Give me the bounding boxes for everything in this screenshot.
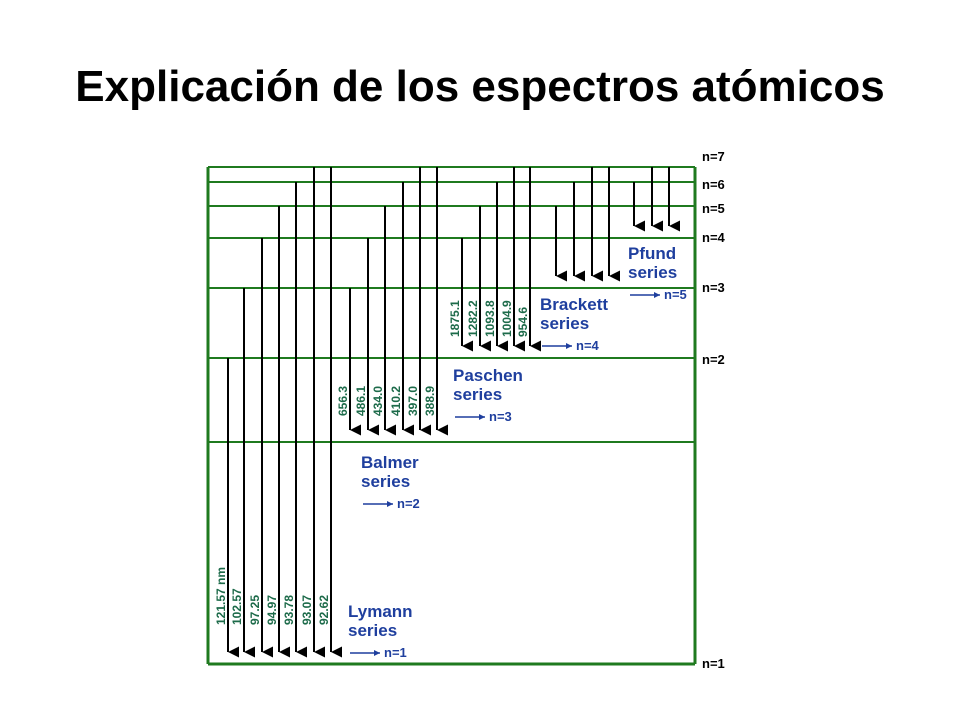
series-name: Balmer	[361, 453, 419, 472]
series-word: series	[348, 621, 397, 640]
energy-level-label: n=7	[702, 149, 725, 164]
series-name: Pfund	[628, 244, 676, 263]
series-target-label: n=3	[489, 409, 512, 424]
wavelength-label: 92.62	[317, 595, 331, 625]
series-target-arrowhead-icon	[387, 501, 393, 507]
wavelength-label: 410.2	[389, 386, 403, 416]
energy-level-label: n=1	[702, 656, 725, 671]
wavelength-label: 93.78	[282, 595, 296, 625]
series-target-arrowhead-icon	[374, 650, 380, 656]
wavelength-label: 1875.1	[448, 300, 462, 337]
series-target-label: n=2	[397, 496, 420, 511]
wavelength-label: 388.9	[423, 386, 437, 416]
wavelength-label: 1004.9	[500, 300, 514, 337]
energy-level-label: n=6	[702, 177, 725, 192]
series-target-label: n=5	[664, 287, 687, 302]
wavelength-label: 486.1	[354, 386, 368, 416]
series-word: series	[628, 263, 677, 282]
series-word: series	[540, 314, 589, 333]
wavelength-label: 397.0	[406, 386, 420, 416]
wavelength-label: 656.3	[336, 386, 350, 416]
series-target-arrowhead-icon	[654, 292, 660, 298]
energy-levels: n=1 n=2 n=3 n=4 n=5 n=6 n=7	[206, 149, 726, 671]
series-word: series	[453, 385, 502, 404]
series-target-label: n=4	[576, 338, 600, 353]
wavelength-label: 121.57 nm	[214, 567, 228, 625]
wavelength-label: 93.07	[300, 595, 314, 625]
wavelength-label: 102.57	[230, 588, 244, 625]
series-name: Paschen	[453, 366, 523, 385]
energy-level-label: n=5	[702, 201, 725, 216]
wavelength-label: 434.0	[371, 386, 385, 416]
energy-level-label: n=4	[702, 230, 726, 245]
wavelength-label: 97.25	[248, 595, 262, 625]
wavelength-label: 94.97	[265, 595, 279, 625]
series-target-label: n=1	[384, 645, 407, 660]
wavelength-label: 954.6	[516, 307, 530, 337]
transition-arrows	[227, 167, 680, 658]
series-name: Lymann	[348, 602, 413, 621]
series-word: series	[361, 472, 410, 491]
series-name: Brackett	[540, 295, 608, 314]
series-target-arrowhead-icon	[566, 343, 572, 349]
energy-level-label: n=2	[702, 352, 725, 367]
energy-level-label: n=3	[702, 280, 725, 295]
series-target-arrowhead-icon	[479, 414, 485, 420]
slide-title: Explicación de los espectros atómicos	[75, 62, 885, 111]
wavelength-label: 1282.2	[466, 300, 480, 337]
wavelength-label: 1093.8	[483, 300, 497, 337]
